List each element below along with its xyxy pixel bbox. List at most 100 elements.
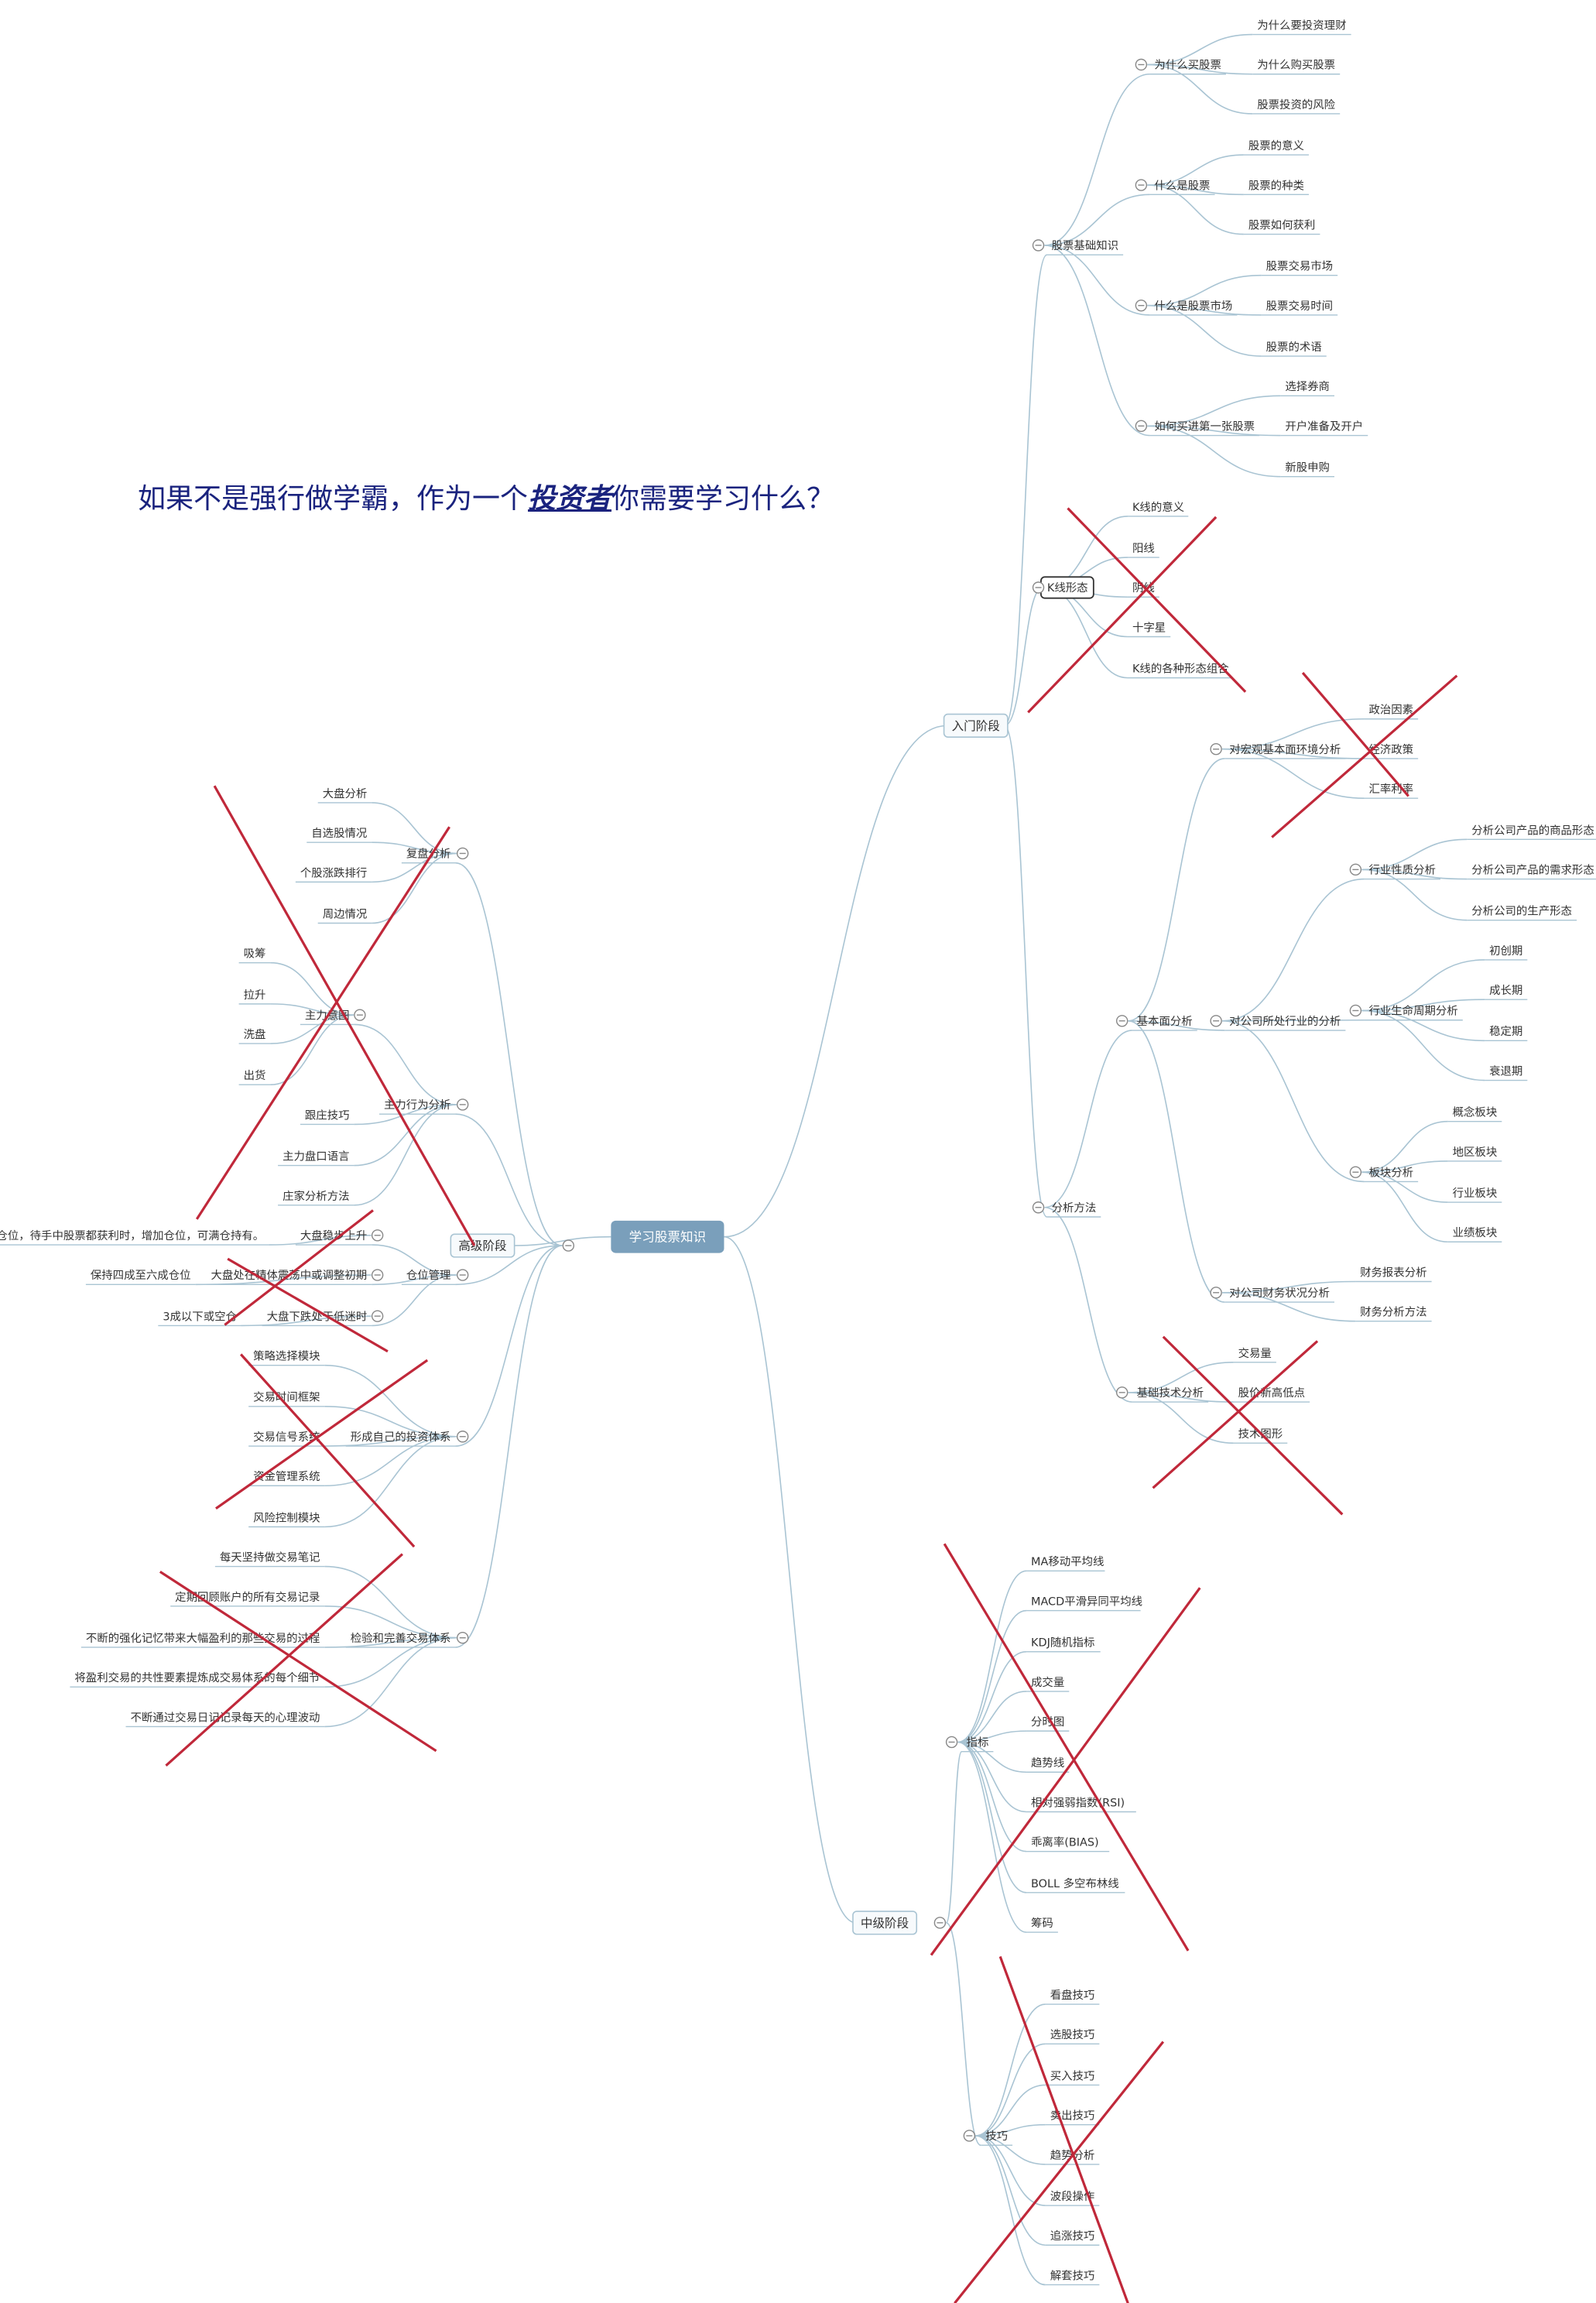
- topic-w1[interactable]: 为什么要投资理财: [1252, 19, 1351, 36]
- collapse-toggle-icon[interactable]: [371, 1310, 384, 1322]
- topic-e4[interactable]: 将盈利交易的共性要素提炼成交易体系的每个细节: [70, 1671, 325, 1688]
- collapse-toggle-icon[interactable]: [1115, 1015, 1129, 1027]
- topic-cangwei[interactable]: 仓位管理: [401, 1269, 456, 1285]
- topic-q1[interactable]: 看盘技巧: [1045, 1988, 1100, 2005]
- topic-z6[interactable]: 趋势线: [1026, 1756, 1070, 1773]
- topic-sm2[interactable]: 成长期: [1485, 984, 1528, 1000]
- collapse-toggle-icon[interactable]: [1032, 581, 1045, 594]
- topic-k1[interactable]: K线的意义: [1127, 500, 1189, 517]
- topic-r3[interactable]: 新股申购: [1280, 461, 1334, 478]
- topic-q3[interactable]: 买入技巧: [1045, 2069, 1100, 2086]
- topic-sm1[interactable]: 初创期: [1485, 944, 1528, 961]
- topic-x3[interactable]: 分析公司的生产形态: [1467, 905, 1577, 921]
- topic-sm3[interactable]: 稳定期: [1485, 1025, 1528, 1042]
- topic-b2[interactable]: 地区板块: [1447, 1145, 1502, 1162]
- topic-x1[interactable]: 分析公司产品的商品形态: [1467, 824, 1596, 841]
- topic-e2[interactable]: 定期回顾账户的所有交易记录: [170, 1590, 325, 1607]
- topic-zl4[interactable]: 庄家分析方法: [278, 1189, 354, 1206]
- collapse-toggle-icon[interactable]: [457, 1431, 469, 1443]
- topic-w2[interactable]: 为什么购买股票: [1252, 59, 1341, 75]
- topic-y1[interactable]: 吸筹: [238, 948, 271, 964]
- topic-k2[interactable]: 阳线: [1127, 542, 1159, 558]
- topic-zhuli[interactable]: 主力行为分析: [379, 1098, 456, 1115]
- root-topic-box[interactable]: [611, 1220, 724, 1253]
- topic-q2[interactable]: 选股技巧: [1045, 2028, 1100, 2044]
- topic-gaoji[interactable]: 高级阶段: [450, 1233, 515, 1258]
- topic-cw1a[interactable]: 七成仓位，待手中股票都获利时，增加仓位，可满仓持有。: [0, 1229, 269, 1246]
- collapse-toggle-icon[interactable]: [371, 1229, 384, 1242]
- topic-cw2a[interactable]: 保持四成至六成仓位: [85, 1269, 196, 1285]
- collapse-toggle-icon[interactable]: [371, 1269, 384, 1281]
- topic-k3[interactable]: 阴线: [1127, 581, 1159, 598]
- topic-jiqiao[interactable]: 技巧: [981, 2130, 1013, 2146]
- topic-y4[interactable]: 出货: [238, 1069, 271, 1085]
- topic-hongguan[interactable]: 对宏观基本面环境分析: [1224, 742, 1346, 759]
- topic-z4[interactable]: 成交量: [1026, 1675, 1070, 1692]
- topic-ruhemai[interactable]: 如何买进第一张股票: [1149, 419, 1260, 437]
- topic-e3[interactable]: 不断的强化记忆带来大幅盈利的那些交易的过程: [80, 1631, 325, 1648]
- topic-j3[interactable]: 技术图形: [1233, 1427, 1288, 1444]
- topic-f1[interactable]: 大盘分析: [317, 787, 372, 804]
- collapse-toggle-icon[interactable]: [1210, 1287, 1222, 1299]
- topic-z5[interactable]: 分时图: [1026, 1715, 1070, 1732]
- topic-s2[interactable]: 股票的种类: [1243, 179, 1309, 196]
- collapse-toggle-icon[interactable]: [1032, 239, 1045, 252]
- topic-e1[interactable]: 每天坚持做交易笔记: [214, 1551, 325, 1568]
- topic-shichang[interactable]: 什么是股票市场: [1149, 300, 1238, 316]
- topic-t5[interactable]: 风险控制模块: [248, 1511, 325, 1528]
- topic-z10[interactable]: 筹码: [1026, 1917, 1058, 1933]
- topic-cw3a[interactable]: 3成以下或空仓: [158, 1310, 241, 1327]
- topic-c2[interactable]: 财务分析方法: [1355, 1306, 1432, 1322]
- collapse-toggle-icon[interactable]: [562, 1239, 575, 1252]
- topic-zhibiao[interactable]: 指标: [961, 1736, 994, 1753]
- topic-h3[interactable]: 汇率利率: [1364, 783, 1419, 799]
- topic-f4[interactable]: 周边情况: [317, 907, 372, 924]
- collapse-toggle-icon[interactable]: [1032, 1201, 1045, 1214]
- topic-t1[interactable]: 策略选择模块: [248, 1350, 325, 1366]
- topic-q6[interactable]: 波段操作: [1045, 2190, 1100, 2206]
- collapse-toggle-icon[interactable]: [1349, 863, 1362, 876]
- collapse-toggle-icon[interactable]: [1135, 58, 1148, 71]
- topic-z2[interactable]: MACD平滑异同平均线: [1026, 1595, 1142, 1612]
- topic-s3[interactable]: 股票如何获利: [1243, 219, 1320, 235]
- topic-q8[interactable]: 解套技巧: [1045, 2269, 1100, 2286]
- topic-q7[interactable]: 追涨技巧: [1045, 2229, 1100, 2246]
- topic-c1[interactable]: 财务报表分析: [1355, 1266, 1432, 1283]
- topic-cw3[interactable]: 大盘下跌处于低迷时: [262, 1309, 372, 1327]
- topic-j2[interactable]: 股价新高低点: [1233, 1386, 1310, 1403]
- topic-s1[interactable]: 股票的意义: [1243, 139, 1309, 156]
- topic-weishenme[interactable]: 为什么买股票: [1149, 59, 1226, 75]
- topic-jichu[interactable]: 股票基础知识: [1046, 239, 1124, 255]
- collapse-toggle-icon[interactable]: [933, 1917, 947, 1929]
- topic-b4[interactable]: 业绩板块: [1447, 1225, 1502, 1242]
- topic-rumen[interactable]: 入门阶段: [943, 713, 1009, 738]
- collapse-toggle-icon[interactable]: [457, 1269, 469, 1281]
- topic-t4[interactable]: 资金管理系统: [248, 1470, 325, 1486]
- topic-y2[interactable]: 拉升: [238, 989, 271, 1005]
- collapse-toggle-icon[interactable]: [457, 847, 469, 860]
- collapse-toggle-icon[interactable]: [1135, 179, 1148, 191]
- topic-jibenmian[interactable]: 基本面分析: [1132, 1015, 1197, 1031]
- topic-jishu[interactable]: 基础技术分析: [1132, 1386, 1209, 1403]
- topic-f2[interactable]: 自选股情况: [307, 827, 372, 843]
- topic-b1[interactable]: 概念板块: [1447, 1105, 1502, 1122]
- collapse-toggle-icon[interactable]: [1210, 743, 1222, 756]
- topic-r1[interactable]: 选择券商: [1280, 380, 1334, 397]
- topic-shenmegp[interactable]: 什么是股票: [1149, 179, 1215, 196]
- topic-t3[interactable]: 交易信号系统: [248, 1430, 325, 1447]
- topic-z9[interactable]: BOLL 多空布林线: [1026, 1877, 1125, 1893]
- topic-w3[interactable]: 股票投资的风险: [1252, 98, 1341, 115]
- topic-x2[interactable]: 分析公司产品的需求形态: [1467, 864, 1596, 880]
- topic-e5[interactable]: 不断通过交易日记记录每天的心理波动: [125, 1710, 325, 1728]
- collapse-toggle-icon[interactable]: [1210, 1015, 1222, 1027]
- collapse-toggle-icon[interactable]: [945, 1736, 958, 1749]
- collapse-toggle-icon[interactable]: [1349, 1004, 1362, 1017]
- topic-r2[interactable]: 开户准备及开户: [1280, 420, 1368, 437]
- topic-j1[interactable]: 交易量: [1233, 1346, 1276, 1363]
- collapse-toggle-icon[interactable]: [963, 2130, 976, 2142]
- topic-kxian[interactable]: K线形态: [1040, 576, 1094, 599]
- topic-zl2[interactable]: 跟庄技巧: [300, 1108, 354, 1126]
- topic-z8[interactable]: 乖离率(BIAS): [1026, 1836, 1110, 1852]
- topic-cw1[interactable]: 大盘稳步上升: [295, 1229, 372, 1246]
- topic-xingzhi[interactable]: 行业性质分析: [1364, 864, 1440, 880]
